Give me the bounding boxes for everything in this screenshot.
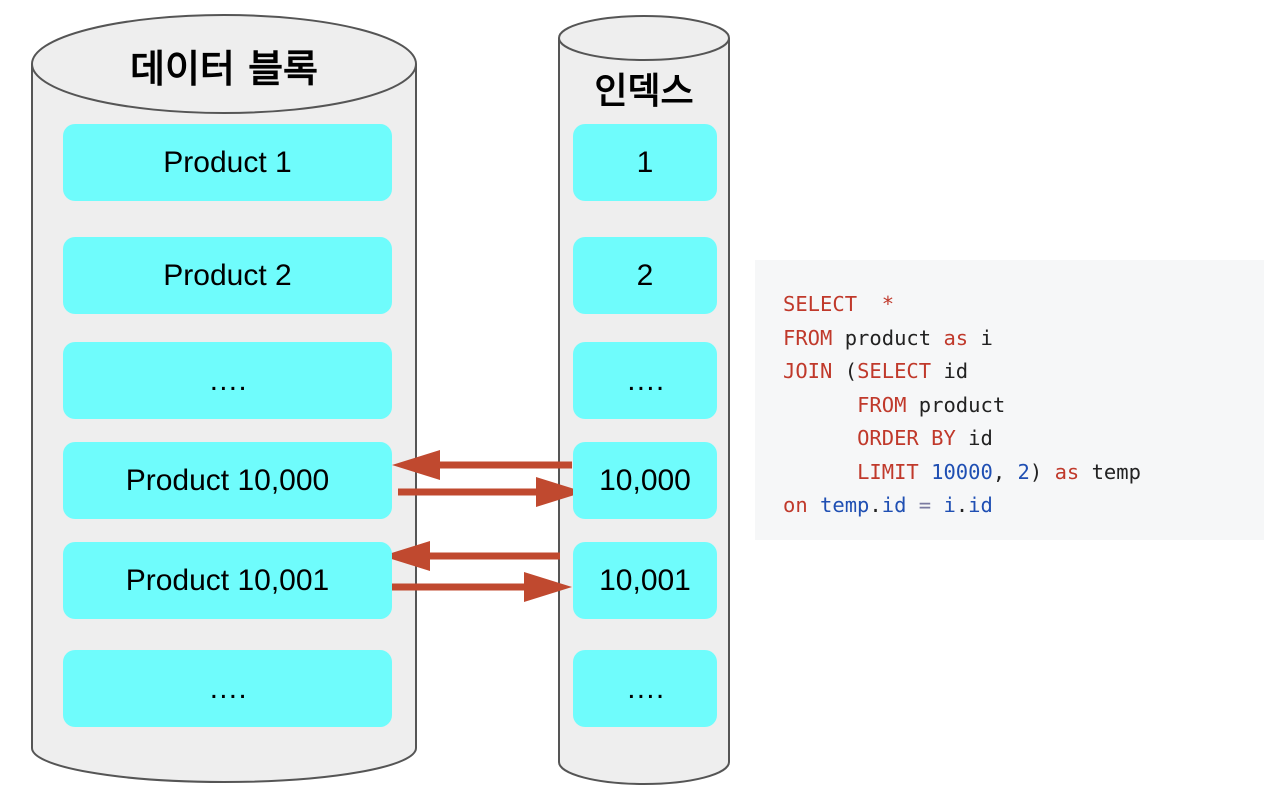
identifier: i bbox=[943, 493, 956, 517]
keyword: FROM bbox=[783, 325, 833, 350]
identifier: i bbox=[980, 325, 993, 350]
index-block-ellipsis-1: …. bbox=[573, 342, 717, 419]
data-block-product-10000: Product 10,000 bbox=[63, 442, 392, 519]
data-block-product-2: Product 2 bbox=[63, 237, 392, 314]
punctuation: ( bbox=[844, 359, 858, 383]
keyword: FROM bbox=[857, 392, 907, 417]
keyword: ORDER BY bbox=[857, 426, 956, 450]
keyword: SELECT bbox=[783, 292, 858, 316]
index-block-10001: 10,001 bbox=[573, 542, 717, 619]
code-line-4: FROM product bbox=[783, 389, 1264, 423]
keyword: LIMIT bbox=[857, 459, 919, 484]
punctuation: ) bbox=[1029, 459, 1043, 484]
data-block-product-1: Product 1 bbox=[63, 124, 392, 201]
code-line-2: FROM product as i bbox=[783, 322, 1264, 356]
operator: = bbox=[918, 493, 932, 517]
identifier: id bbox=[943, 359, 969, 383]
arrow-index-to-data-10000 bbox=[392, 450, 572, 480]
punctuation: . bbox=[869, 493, 882, 517]
arrow-data-to-index-10000 bbox=[398, 477, 584, 507]
index-title: 인덱스 bbox=[594, 71, 694, 112]
identifier: product bbox=[844, 325, 932, 350]
data-block-ellipsis-1: …. bbox=[63, 342, 392, 419]
identifier: id bbox=[968, 426, 993, 450]
operator: * bbox=[881, 292, 895, 316]
punctuation: . bbox=[955, 493, 969, 517]
keyword: JOIN bbox=[783, 359, 833, 383]
identifier: product bbox=[918, 392, 1006, 417]
code-line-3: JOIN (SELECT id bbox=[783, 355, 1264, 389]
sql-code-block: SELECT * FROM product as i JOIN (SELECT … bbox=[755, 260, 1264, 540]
data-block-product-10001: Product 10,001 bbox=[63, 542, 392, 619]
arrow-index-to-data-10001 bbox=[382, 541, 560, 571]
keyword: as bbox=[943, 325, 969, 350]
data-block-title: 데이터 블록 bbox=[129, 47, 319, 91]
code-line-5: ORDER BY id bbox=[783, 422, 1264, 456]
identifier: id bbox=[881, 493, 907, 517]
identifier: id bbox=[968, 493, 993, 517]
identifier: temp bbox=[820, 493, 870, 517]
index-block-2: 2 bbox=[573, 237, 717, 314]
keyword: as bbox=[1054, 459, 1080, 484]
arrow-data-to-index-10001 bbox=[386, 572, 572, 602]
index-block-ellipsis-2: …. bbox=[573, 650, 717, 727]
code-line-6: LIMIT 10000, 2) as temp bbox=[783, 456, 1264, 490]
index-block-10000: 10,000 bbox=[573, 442, 717, 519]
code-line-1: SELECT * bbox=[783, 288, 1264, 322]
keyword: SELECT bbox=[857, 359, 932, 383]
index-block-1: 1 bbox=[573, 124, 717, 201]
identifier: temp bbox=[1091, 459, 1141, 484]
punctuation: , bbox=[992, 459, 1006, 484]
number-literal: 10000 bbox=[931, 459, 993, 484]
data-block-ellipsis-2: …. bbox=[63, 650, 392, 727]
number-literal: 2 bbox=[1017, 459, 1030, 484]
keyword: on bbox=[783, 493, 808, 517]
code-line-7: on temp.id = i.id bbox=[783, 489, 1264, 523]
